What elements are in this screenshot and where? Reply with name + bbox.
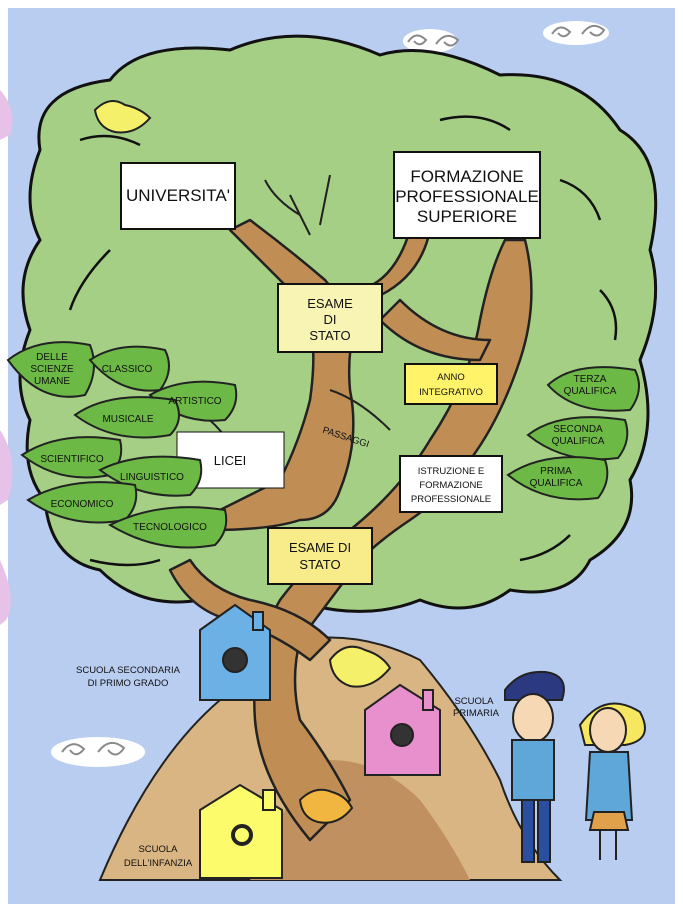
universita-box: UNIVERSITA' xyxy=(120,162,236,230)
licei-label: LICEI xyxy=(214,453,247,468)
istruzione-professionale-box: ISTRUZIONE E FORMAZIONE PROFESSIONALE xyxy=(399,455,503,513)
istruzione-line3: PROFESSIONALE xyxy=(411,494,491,505)
leaf-seconda-line1: SECONDA xyxy=(553,424,603,435)
house-infanzia-line1: SCUOLA xyxy=(138,844,178,855)
esame-bottom-line2: STATO xyxy=(299,557,340,572)
pink-edge-decoration xyxy=(0,90,13,625)
anno-line1: ANNO xyxy=(437,372,464,383)
leaf-economico xyxy=(26,481,138,524)
boy-figure-icon xyxy=(504,670,565,863)
girl-figure-icon xyxy=(578,702,646,860)
formazione-line1: FORMAZIONE xyxy=(410,167,523,186)
house-primaria-line1: SCUOLA xyxy=(454,696,494,707)
leaf-scienze-line3: UMANE xyxy=(34,376,70,387)
leaf-classico-label: CLASSICO xyxy=(102,364,153,375)
esame-di-stato-bottom-box: ESAME DI STATO xyxy=(267,527,373,585)
leaf-seconda-qualifica xyxy=(526,416,629,461)
leaf-tecnologico-label: TECNOLOGICO xyxy=(133,522,207,533)
istruzione-line1: ISTRUZIONE E xyxy=(418,466,485,477)
house-yellow-icon xyxy=(199,783,283,879)
leaf-linguistico-label: LINGUISTICO xyxy=(120,472,184,483)
house-primaria-line2: PRIMARIA xyxy=(453,708,500,719)
house-blue-icon xyxy=(199,603,271,701)
leaf-economico-label: ECONOMICO xyxy=(51,499,114,510)
house-secondaria-line1: SCUOLA SECONDARIA xyxy=(76,665,181,676)
esame-top-line2: DI xyxy=(324,312,337,327)
leaf-scienze-line2: SCIENZE xyxy=(30,364,74,375)
istruzione-line2: FORMAZIONE xyxy=(419,480,482,491)
leaf-prima-qualifica xyxy=(506,456,609,501)
leaf-prima-line2: QUALIFICA xyxy=(530,478,583,489)
esame-bottom-line1: ESAME DI xyxy=(289,540,351,555)
leaf-scientifico-label: SCIENTIFICO xyxy=(40,454,104,465)
leaf-linguistico xyxy=(98,455,203,497)
canopy-detail-lines xyxy=(68,115,618,567)
anno-line2: INTEGRATIVO xyxy=(419,387,483,398)
bird-icon xyxy=(93,100,392,824)
leaf-classico xyxy=(88,345,170,392)
universita-label: UNIVERSITA' xyxy=(126,186,230,205)
leaf-terza-line1: TERZA xyxy=(574,374,607,385)
esame-di-stato-top-box: ESAME DI STATO xyxy=(277,283,383,353)
leaves-licei xyxy=(6,341,238,549)
leaf-scienze-umane xyxy=(6,341,95,398)
house-pink-icon xyxy=(364,683,441,776)
leaf-scienze-line1: DELLE xyxy=(36,352,68,363)
formazione-superiore-box: FORMAZIONE PROFESSIONALE SUPERIORE xyxy=(393,151,541,239)
esame-top-line1: ESAME xyxy=(307,296,353,311)
leaf-seconda-line2: QUALIFICA xyxy=(552,436,605,447)
formazione-line3: SUPERIORE xyxy=(417,207,517,226)
anno-integrativo-box: ANNO INTEGRATIVO xyxy=(404,363,498,405)
leaf-scientifico xyxy=(20,436,123,479)
leaf-tecnologico xyxy=(107,506,228,549)
esame-top-line3: STATO xyxy=(309,328,350,343)
house-secondaria-line2: DI PRIMO GRADO xyxy=(88,678,169,689)
leaves-qualifiche xyxy=(506,366,640,501)
leaf-terza-qualifica xyxy=(546,366,640,412)
leaf-prima-line1: PRIMA xyxy=(540,466,572,477)
leaf-musicale-label: MUSICALE xyxy=(102,414,153,425)
leaf-musicale xyxy=(73,396,180,439)
house-infanzia-line2: DELL'INFANZIA xyxy=(124,858,193,869)
leaf-terza-line2: QUALIFICA xyxy=(564,386,617,397)
leaf-artistico-label: ARTISTICO xyxy=(168,396,221,407)
formazione-line2: PROFESSIONALE xyxy=(395,187,539,206)
